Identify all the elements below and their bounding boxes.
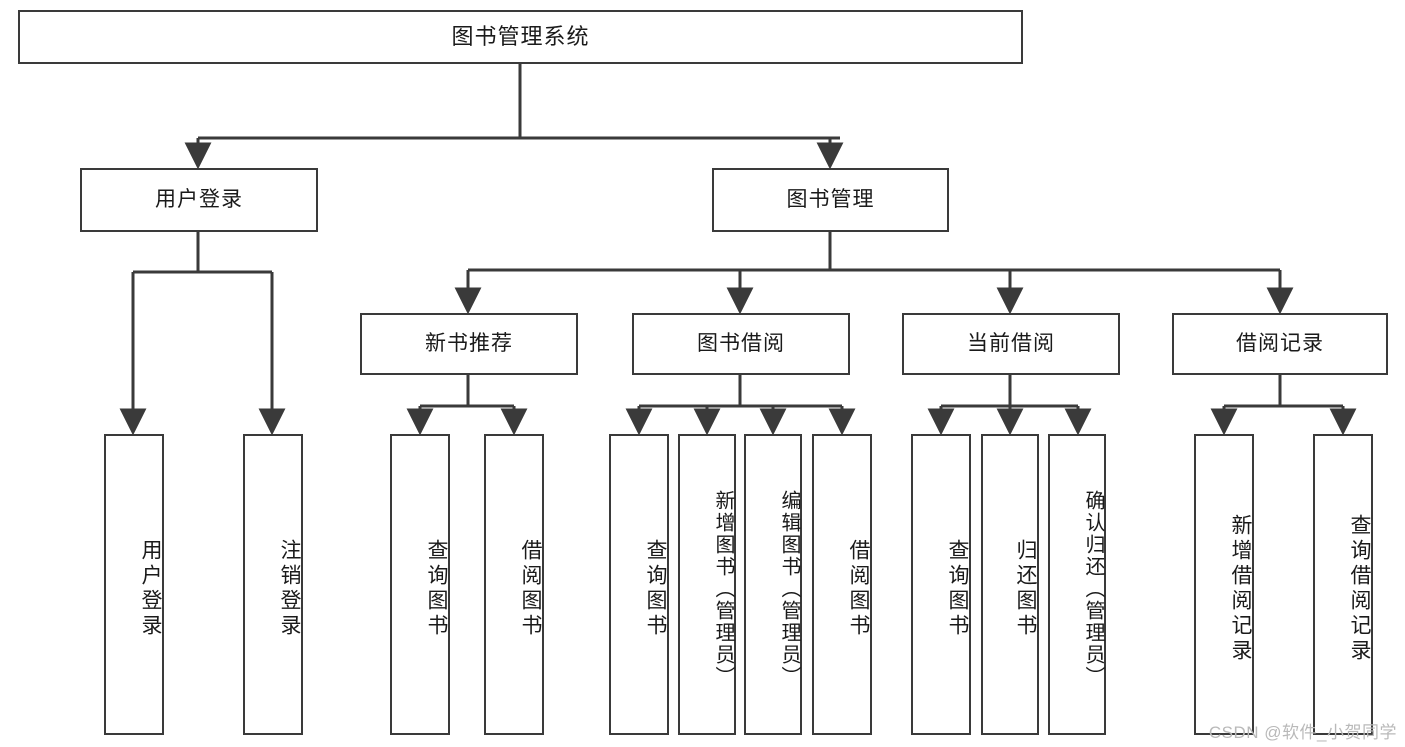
node-book-borrow[interactable]: 图书借阅 [632,313,850,375]
node-label: 查询图书 [425,538,448,639]
leaf-current-borrow-return-books[interactable]: 归还图书 [981,434,1039,735]
node-label: 图书借阅 [697,332,785,356]
leaf-current-borrow-confirm-return-admin[interactable]: 确认归还（管理员） [1048,434,1106,735]
node-label: 用户登录 [155,188,243,212]
node-label: 新增图书（管理员） [712,489,734,688]
node-label: 图书管理 [786,188,875,212]
leaf-borrow-records-query-record[interactable]: 查询借阅记录 [1313,434,1373,735]
leaf-new-book-borrow-books[interactable]: 借阅图书 [484,434,544,735]
node-label: 查询图书 [946,538,969,639]
node-label: 图书管理系统 [451,23,590,49]
node-borrow-records[interactable]: 借阅记录 [1172,313,1388,375]
node-label: 借阅图书 [847,538,870,639]
node-label: 查询图书 [644,538,667,639]
leaf-current-borrow-query-books[interactable]: 查询图书 [911,434,971,735]
node-label: 借阅图书 [519,538,542,639]
node-root-library-system[interactable]: 图书管理系统 [18,10,1023,64]
node-label: 注销登录 [278,538,301,639]
leaf-book-borrow-add-book-admin[interactable]: 新增图书（管理员） [678,434,736,735]
node-book-management[interactable]: 图书管理 [712,168,949,232]
leaf-book-borrow-borrow-books[interactable]: 借阅图书 [812,434,872,735]
leaf-user-login-do-login[interactable]: 用户登录 [104,434,164,735]
leaf-user-login-logout[interactable]: 注销登录 [243,434,303,735]
leaf-borrow-records-add-record[interactable]: 新增借阅记录 [1194,434,1254,735]
node-label: 新增借阅记录 [1229,513,1252,664]
node-label: 当前借阅 [967,332,1055,356]
node-label: 归还图书 [1014,538,1037,639]
node-label: 借阅记录 [1236,332,1324,356]
node-label: 新书推荐 [425,332,513,356]
leaf-book-borrow-query-books[interactable]: 查询图书 [609,434,669,735]
node-label: 编辑图书（管理员） [778,489,800,688]
node-user-login[interactable]: 用户登录 [80,168,318,232]
node-label: 查询借阅记录 [1348,513,1371,664]
leaf-new-book-query-books[interactable]: 查询图书 [390,434,450,735]
leaf-book-borrow-edit-book-admin[interactable]: 编辑图书（管理员） [744,434,802,735]
node-label: 用户登录 [139,538,162,639]
node-current-borrow[interactable]: 当前借阅 [902,313,1120,375]
node-new-book-recommend[interactable]: 新书推荐 [360,313,578,375]
node-label: 确认归还（管理员） [1082,489,1104,688]
